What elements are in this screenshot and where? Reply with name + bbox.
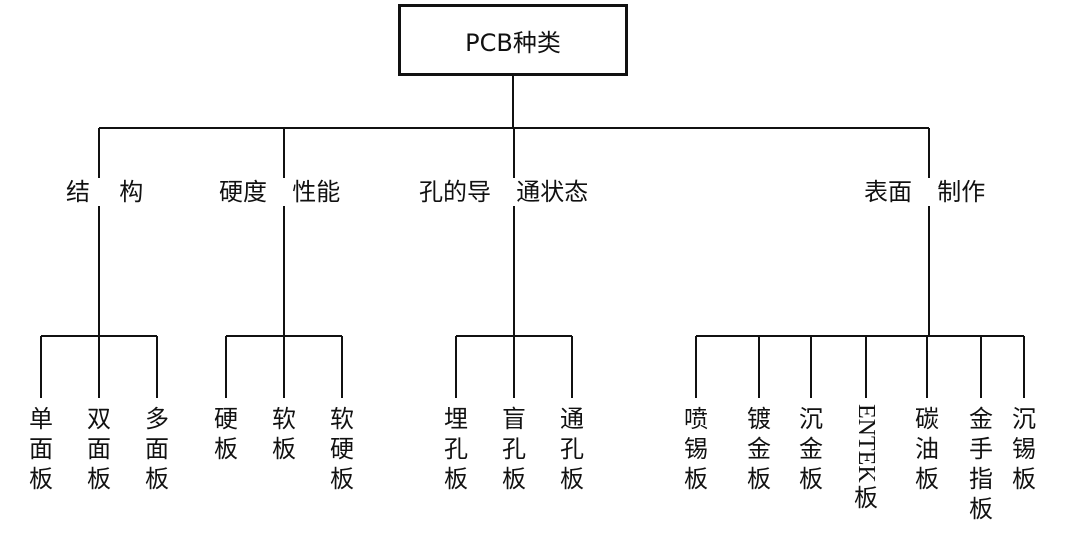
leaf-char: 板 [1012, 465, 1036, 493]
leaf-char: 硬 [330, 435, 354, 463]
leaf-char: 油 [915, 435, 939, 463]
leaf-char: 板 [214, 435, 238, 463]
leaf-hasl: 喷 锡 板 [679, 404, 713, 494]
leaf-char: 板 [684, 465, 708, 493]
leaf-char: 金 [799, 435, 823, 463]
leaf-flexible: 软 板 [267, 404, 301, 464]
leaf-char: 指 [969, 465, 993, 493]
root-node: PCB种类 [398, 4, 628, 76]
leaf-multilayer: 多 面 板 [140, 404, 174, 494]
category-label-structure: 结 构 [66, 178, 144, 206]
leaf-char: 金 [747, 435, 771, 463]
leaf-buried-via: 埋 孔 板 [439, 404, 473, 494]
leaf-char: 软 [272, 405, 296, 433]
category-label-right: 制作 [937, 178, 986, 206]
category-label-right: 通状态 [516, 178, 589, 206]
leaf-char: 手 [969, 435, 993, 463]
leaf-char: 板 [145, 465, 169, 493]
leaf-char: 多 [145, 405, 169, 433]
leaf-through-hole: 通 孔 板 [555, 404, 589, 494]
leaf-char: 板 [799, 465, 823, 493]
leaf-char: 硬 [214, 405, 238, 433]
leaf-char: 单 [29, 405, 53, 433]
leaf-char: 板 [87, 465, 111, 493]
leaf-char: 孔 [560, 435, 584, 463]
leaf-char: 面 [145, 435, 169, 463]
leaf-char: 沉 [799, 405, 823, 433]
leaf-char: 板 [747, 465, 771, 493]
leaf-gold-plated: 镀 金 板 [742, 404, 776, 494]
leaf-char: 锡 [684, 435, 708, 463]
leaf-char: 埋 [444, 405, 468, 433]
leaf-char: 孔 [502, 435, 526, 463]
category-label-via: 孔的导 通状态 [419, 178, 589, 206]
category-label-right: 构 [119, 178, 144, 206]
category-label-surface: 表面 制作 [864, 178, 986, 206]
leaf-char: 通 [560, 405, 584, 433]
leaf-char: 软 [330, 405, 354, 433]
category-label-left: 结 [66, 178, 90, 206]
leaf-char: 面 [29, 435, 53, 463]
leaf-char: 喷 [684, 405, 708, 433]
leaf-char: 板 [330, 465, 354, 493]
leaf-char: 金 [969, 405, 993, 433]
leaf-rotated-text: ENTEK [853, 404, 879, 483]
leaf-char: 孔 [444, 435, 468, 463]
leaf-char: 双 [87, 405, 111, 433]
leaf-char: 板 [969, 495, 993, 523]
leaf-char: 沉 [1012, 405, 1036, 433]
leaf-rigid: 硬 板 [209, 404, 243, 464]
leaf-immersion-gold: 沉 金 板 [794, 404, 828, 494]
leaf-char: 板 [560, 465, 584, 493]
leaf-char: 碳 [915, 405, 939, 433]
leaf-char: 面 [87, 435, 111, 463]
leaf-gold-finger: 金 手 指 板 [964, 404, 998, 524]
leaf-char: 板 [444, 465, 468, 493]
leaf-char: 板 [29, 465, 53, 493]
leaf-char: 盲 [502, 405, 526, 433]
category-label-right: 性能 [292, 178, 341, 206]
leaf-char: 板 [272, 435, 296, 463]
leaf-carbon-ink: 碳 油 板 [910, 404, 944, 494]
category-label-left: 孔的导 [419, 178, 491, 206]
leaf-char: 板 [915, 465, 939, 493]
leaf-rigid-flex: 软 硬 板 [325, 404, 359, 494]
category-label-hardness: 硬度 性能 [219, 178, 341, 206]
leaf-char: 镀 [747, 405, 771, 433]
leaf-char: 板 [502, 465, 526, 493]
root-label: PCB种类 [465, 28, 561, 57]
leaf-char: 板 [854, 483, 878, 512]
category-label-left: 表面 [864, 178, 912, 206]
leaf-entek: ENTEK 板 [849, 404, 883, 513]
leaf-char: 锡 [1012, 435, 1036, 463]
leaf-double-sided: 双 面 板 [82, 404, 116, 494]
leaf-blind-via: 盲 孔 板 [497, 404, 531, 494]
leaf-immersion-tin: 沉 锡 板 [1007, 404, 1041, 494]
leaf-single-sided: 单 面 板 [24, 404, 58, 494]
category-label-left: 硬度 [219, 178, 267, 206]
